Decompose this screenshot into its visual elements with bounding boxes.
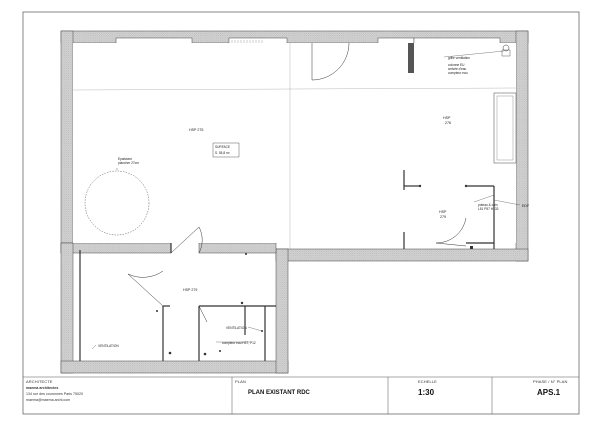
floor-thickness-zone (84, 170, 150, 236)
annotation-poteau-1: poteau & coin (478, 203, 498, 207)
title-block-frame (23, 376, 579, 414)
annotation-epaisseur-1: Epaisseur (118, 157, 133, 161)
annotation-epaisseur-2: plancher 27cm (118, 161, 139, 165)
walls (60, 30, 529, 374)
room-small-hsp-value: 279 (440, 215, 446, 219)
annotation-ventilation-left: VENTILATION (98, 344, 119, 348)
architect-name: maema architectes (26, 386, 59, 390)
annotation-edf: EDF (522, 204, 530, 208)
fixtures (156, 184, 473, 356)
annotation-ventilation-right: VENTILATION (226, 326, 247, 330)
room-lower-hsp: HSP 279 (183, 288, 197, 292)
structural-column (408, 43, 414, 73)
surface-label: SURFACE (215, 145, 230, 149)
annotation-colonne-2: arrivée d'eau (448, 67, 467, 71)
scale-value: 1:30 (418, 388, 435, 397)
surface-box (212, 142, 240, 158)
sheet-frame (22, 11, 580, 415)
room-right-hsp: HSP (443, 116, 451, 120)
plan-label: PLAN (235, 379, 246, 384)
annotation-poteau-2: L51 P57 H133 (478, 207, 499, 211)
surface-value: S. 55,8 m² (215, 151, 230, 155)
partitions (79, 170, 495, 361)
plan-labels: HSP 275 SURFACE S. 55,8 m² HSP 276 HSP 2… (98, 56, 530, 348)
water-pipe-icon (502, 44, 510, 52)
room-small-hsp: HSP (439, 210, 447, 214)
phase-value: APS.1 (537, 388, 561, 397)
architect-label: ARCHITECTE (26, 379, 53, 384)
leader-lines (91, 50, 521, 350)
room-main-hsp: HSP 275 (189, 128, 203, 132)
phase-label: PHASE / N° PLAN (533, 379, 568, 384)
annotation-grille: grille ventilation (448, 56, 470, 60)
scale-label: ECHELLE (418, 379, 437, 384)
annotation-colonne-1: colonne EU (448, 63, 465, 67)
axis-lines (72, 43, 517, 249)
architect-address: 134 rue des couronnes Paris 75020 (26, 392, 83, 396)
bay-window (493, 92, 517, 164)
plan-title: PLAN EXISTANT RDC (248, 390, 310, 396)
annotation-colonne-3: compteur eau (448, 71, 468, 75)
architect-email: maema@maema.archi.com (26, 398, 71, 402)
annotation-compteur-eau: compteur eau H37, P12 (222, 341, 256, 345)
doors (127, 42, 467, 323)
room-right-hsp-value: 276 (445, 121, 451, 125)
